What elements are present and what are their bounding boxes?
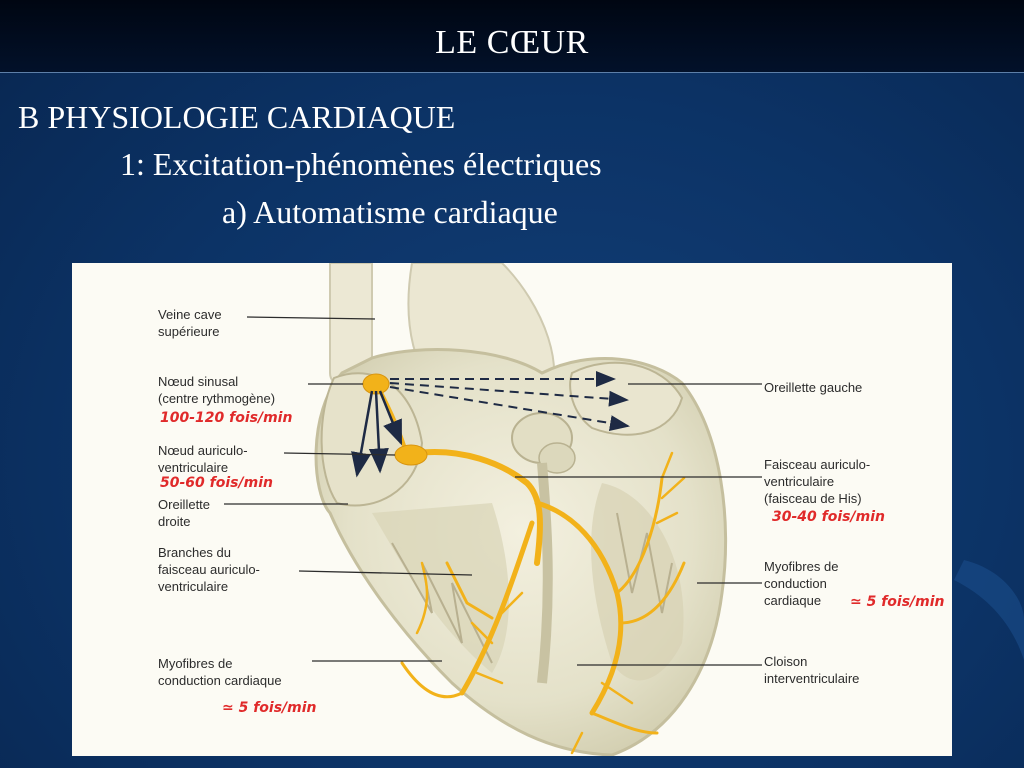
label-branches: Branches du faisceau auriculo- ventricul… bbox=[158, 545, 260, 594]
leader-lines bbox=[224, 316, 762, 666]
interventricular-septum bbox=[537, 462, 553, 684]
label-cloison: Cloison interventriculaire bbox=[764, 654, 860, 686]
label-noeud-av: Nœud auriculo- ventriculaire bbox=[158, 443, 248, 475]
left-ventricle bbox=[591, 483, 684, 681]
annotation-myofibres-left-rate: ≃ 5 fois/min bbox=[222, 700, 317, 716]
label-noeud-sinusal: Nœud sinusal (centre rythmogène) bbox=[158, 374, 276, 406]
slide-subsubheading: a) Automatisme cardiaque bbox=[222, 194, 558, 230]
slide-heading: B PHYSIOLOGIE CARDIAQUE bbox=[18, 99, 456, 135]
label-oreillette-droite: Oreillette droite bbox=[158, 497, 211, 529]
heart-illustration bbox=[224, 263, 762, 756]
label-myofibres-left: Myofibres de conduction cardiaque bbox=[158, 656, 282, 688]
valve bbox=[538, 442, 576, 474]
heart-conduction-figure: Veine cave supérieure Nœud sinusal (cent… bbox=[72, 263, 952, 756]
label-veine-cave: Veine cave supérieure bbox=[158, 307, 222, 339]
slide-title: LE CŒUR bbox=[435, 24, 589, 61]
sinus-arrows bbox=[351, 390, 403, 478]
label-myofibres-right: Myofibres de conduction cardiaque bbox=[764, 559, 839, 608]
av-node bbox=[394, 444, 428, 466]
slide-subheading: 1: Excitation-phénomènes électriques bbox=[120, 146, 602, 182]
right-bundle-branch bbox=[459, 520, 535, 696]
label-oreillette-gauche: Oreillette gauche bbox=[764, 380, 863, 395]
label-faisceau-his: Faisceau auriculo- ventriculaire (faisce… bbox=[764, 457, 871, 506]
annotation-his-rate: 30-40 fois/min bbox=[772, 509, 885, 525]
decorative-swoosh bbox=[954, 560, 1024, 660]
title-bar: LE CŒUR bbox=[0, 0, 1024, 73]
his-bundle bbox=[414, 449, 543, 566]
trabeculae bbox=[391, 542, 493, 664]
annotation-sinusal-rate: 100-120 fois/min bbox=[160, 410, 293, 426]
interatrial-arrows bbox=[389, 371, 630, 431]
annotation-av-rate: 50-60 fois/min bbox=[160, 475, 273, 491]
annotation-myofibres-right-rate: ≃ 5 fois/min bbox=[850, 594, 945, 610]
